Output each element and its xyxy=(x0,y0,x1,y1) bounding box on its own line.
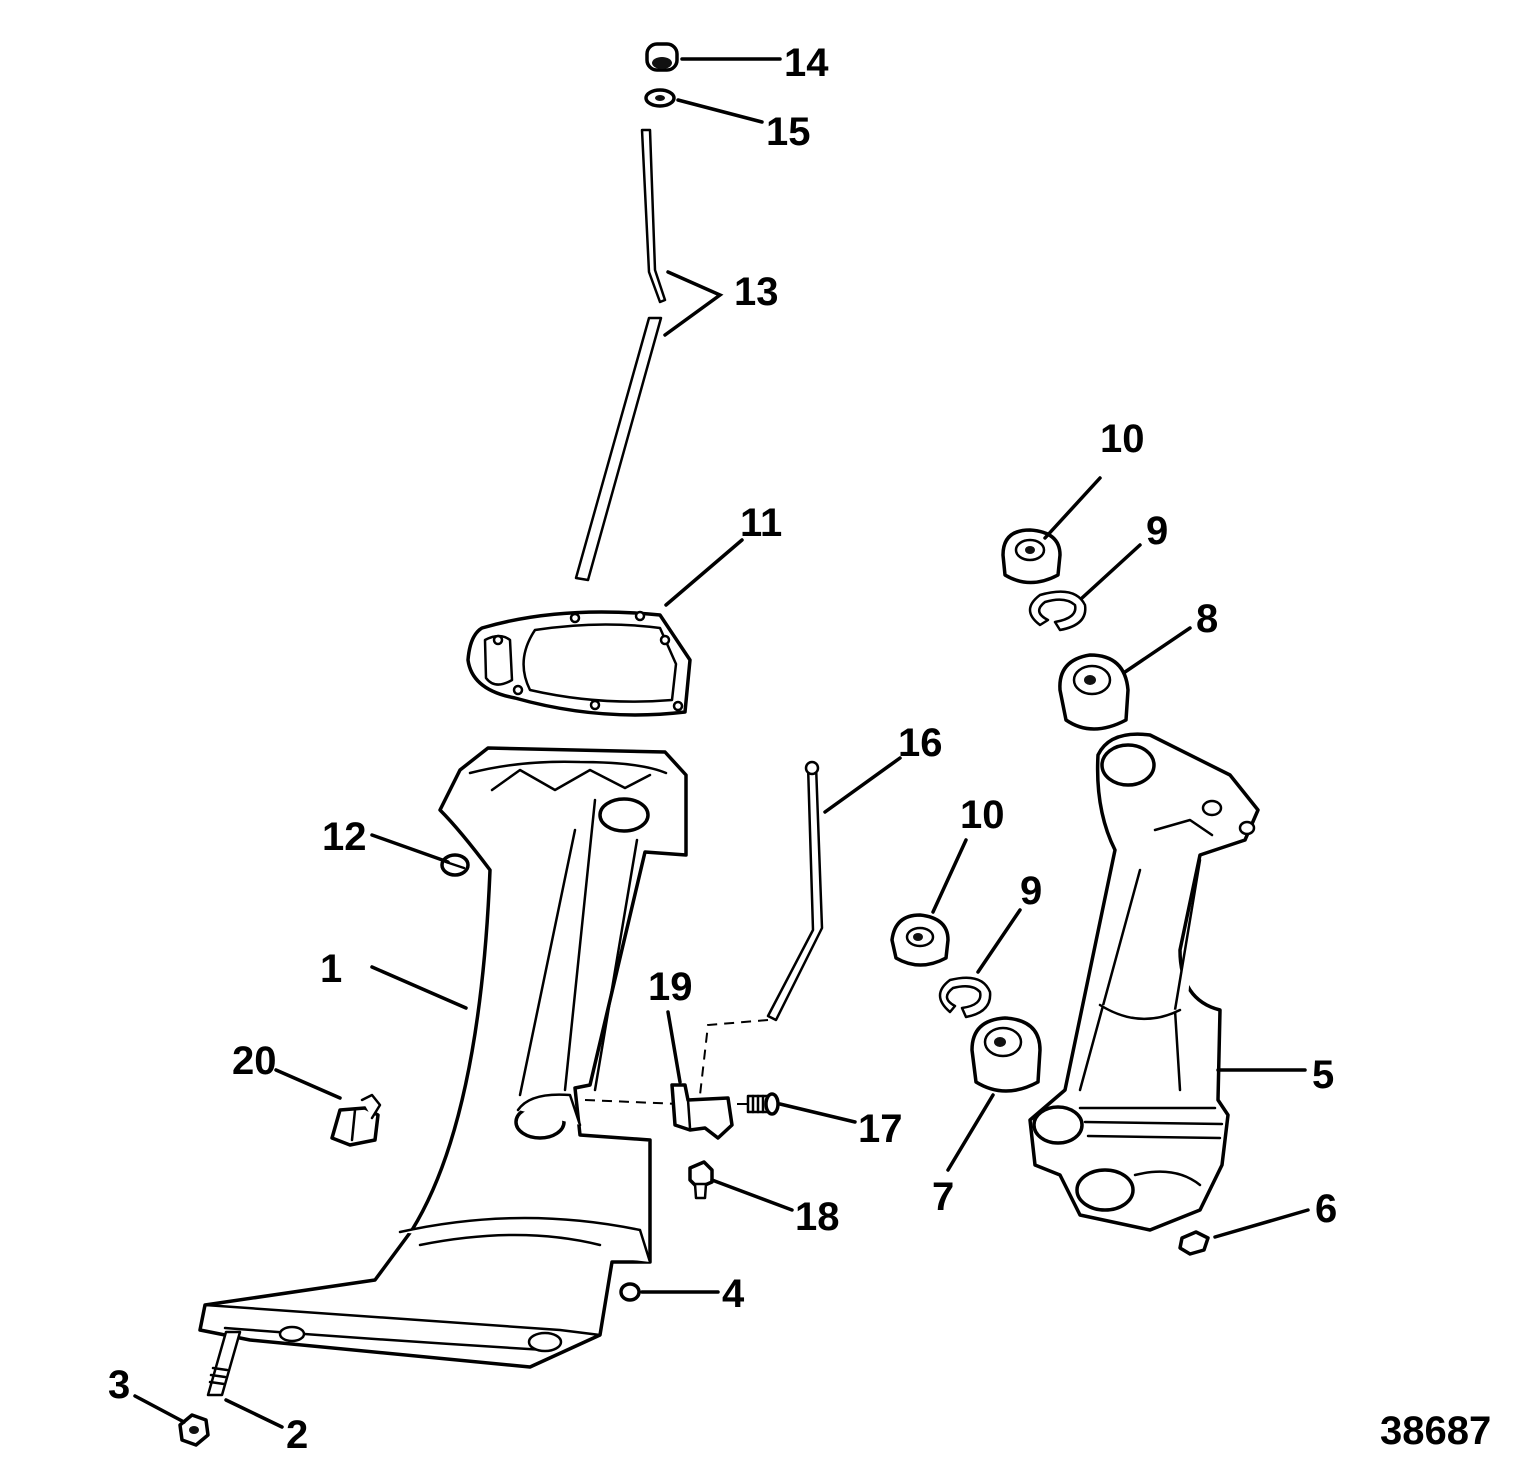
part-1-driveshaft-housing xyxy=(198,746,688,1369)
callout-10-lower: 10 xyxy=(960,793,1005,837)
callout-4: 4 xyxy=(722,1272,745,1316)
leader-8 xyxy=(1123,626,1192,674)
part-18-bolt xyxy=(688,1160,714,1200)
part-10-upper-mount-cup xyxy=(1001,528,1062,585)
part-12-plug xyxy=(440,853,470,877)
leader-13 xyxy=(663,270,724,337)
part-20-clip xyxy=(330,1093,382,1147)
part-17-screw xyxy=(746,1092,780,1116)
part-7-lower-mount xyxy=(970,1016,1042,1093)
part-14-cap xyxy=(645,42,679,72)
callout-20: 20 xyxy=(232,1039,277,1083)
callout-5: 5 xyxy=(1312,1053,1334,1097)
callout-13: 13 xyxy=(734,270,779,314)
part-13-upper-tube xyxy=(640,128,667,304)
leader-7 xyxy=(946,1093,995,1172)
part-8-upper-mount xyxy=(1058,653,1130,731)
leader-9a xyxy=(1080,543,1142,600)
leader-6 xyxy=(1213,1208,1310,1239)
part-19-bracket xyxy=(670,1083,734,1140)
leader-20 xyxy=(274,1068,342,1100)
leader-19 xyxy=(666,1010,682,1084)
callout-10-upper: 10 xyxy=(1100,417,1145,461)
callout-3: 3 xyxy=(108,1363,130,1407)
part-15-washer xyxy=(644,88,676,108)
callout-2: 2 xyxy=(286,1413,308,1457)
assembly-line-bracket xyxy=(584,1099,681,1105)
part-16-rod xyxy=(766,760,824,1022)
part-5-mount-housing xyxy=(1028,732,1260,1232)
figure-id: 38687 xyxy=(1380,1409,1491,1453)
callout-labels: 14 15 13 11 12 1 20 16 19 17 18 4 2 3 10… xyxy=(108,41,1337,1457)
callout-15: 15 xyxy=(766,110,811,154)
leader-11 xyxy=(664,538,744,607)
callout-1: 1 xyxy=(320,947,342,991)
leader-1 xyxy=(370,965,468,1010)
callout-6: 6 xyxy=(1315,1187,1337,1231)
leader-9b xyxy=(976,908,1022,974)
callout-12: 12 xyxy=(322,815,367,859)
part-4-plug xyxy=(619,1282,641,1302)
leader-2 xyxy=(224,1398,284,1429)
part-2-stud xyxy=(206,1330,242,1397)
leader-3 xyxy=(133,1394,186,1424)
part-9-upper-snap-ring xyxy=(1028,590,1087,632)
callout-7: 7 xyxy=(932,1175,954,1219)
callout-9-upper: 9 xyxy=(1146,509,1168,553)
leader-12 xyxy=(370,833,450,864)
leader-10b xyxy=(931,838,968,914)
callout-17: 17 xyxy=(858,1107,903,1151)
assembly-line-rod xyxy=(699,1019,769,1096)
callout-18: 18 xyxy=(795,1195,840,1239)
part-9-lower-snap-ring xyxy=(938,976,992,1019)
leader-15 xyxy=(676,98,764,124)
callout-16: 16 xyxy=(898,721,943,765)
part-3-nut xyxy=(178,1413,210,1447)
leader-16 xyxy=(823,756,902,814)
leader-lines xyxy=(133,57,1310,1429)
leader-18 xyxy=(710,1178,794,1212)
part-11-gasket xyxy=(466,610,692,717)
leader-17 xyxy=(778,1102,857,1124)
callout-19: 19 xyxy=(648,965,693,1009)
part-10-lower-mount-cup xyxy=(890,913,950,967)
callout-11: 11 xyxy=(740,501,782,545)
callout-14: 14 xyxy=(784,41,829,85)
callout-9-lower: 9 xyxy=(1020,869,1042,913)
part-13-lower-tube xyxy=(574,316,663,582)
leader-10a xyxy=(1043,476,1102,540)
part-6-plug xyxy=(1178,1230,1210,1256)
callout-8: 8 xyxy=(1196,597,1218,641)
